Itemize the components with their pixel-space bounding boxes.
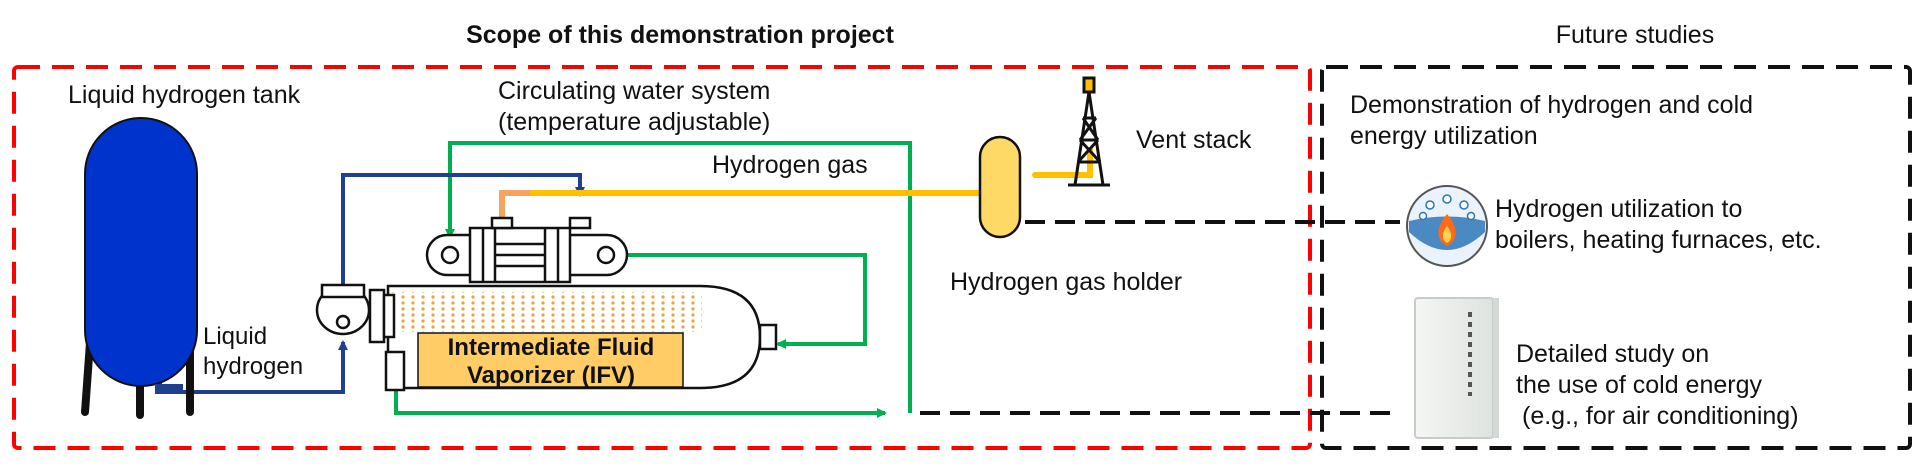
air-conditioner-icon	[1414, 297, 1499, 439]
lh2-valve	[315, 283, 371, 336]
future-demo-line2: energy utilization	[1350, 122, 1538, 150]
h2-utilization-line1: Hydrogen utilization to	[1495, 195, 1742, 223]
hydrogen-gas-holder	[978, 135, 1022, 239]
vent-stack-label: Vent stack	[1136, 126, 1252, 154]
future-boundary	[1320, 65, 1912, 450]
liquid-hydrogen-label-line2: hydrogen	[203, 353, 303, 380]
hydrogen-gas-pipe	[499, 147, 1093, 225]
gas-holder-label: Hydrogen gas holder	[950, 268, 1182, 296]
cold-energy-line3: (e.g., for air conditioning)	[1522, 402, 1799, 430]
circulating-water-pipe	[394, 141, 912, 418]
future-connection-lines	[920, 220, 1400, 415]
future-title: Future studies	[1556, 21, 1714, 49]
burner-flame-icon	[1406, 185, 1488, 267]
ifv-label-line2: Vaporizer (IFV)	[467, 362, 635, 389]
liquid-hydrogen-label-line1: Liquid	[203, 323, 267, 350]
ifv-vessel	[368, 284, 778, 392]
cold-energy-line1: Detailed study on	[1516, 340, 1709, 368]
h2-utilization-line2: boilers, heating furnaces, etc.	[1495, 226, 1822, 254]
tank-label: Liquid hydrogen tank	[68, 81, 301, 109]
water-system-label-line1: Circulating water system	[498, 77, 770, 105]
heat-exchanger	[425, 216, 629, 284]
scope-boundary	[12, 65, 1312, 450]
future-demo-line1: Demonstration of hydrogen and cold	[1350, 91, 1753, 119]
hydrogen-gas-label: Hydrogen gas	[712, 151, 868, 179]
scope-title: Scope of this demonstration project	[466, 21, 894, 49]
ifv-label-line1: Intermediate Fluid	[448, 334, 655, 361]
vent-stack-tower	[1068, 76, 1110, 187]
liquid-hydrogen-tank	[81, 117, 198, 419]
water-system-label-line2: (temperature adjustable)	[498, 108, 770, 136]
cold-energy-line2: the use of cold energy	[1516, 371, 1762, 399]
